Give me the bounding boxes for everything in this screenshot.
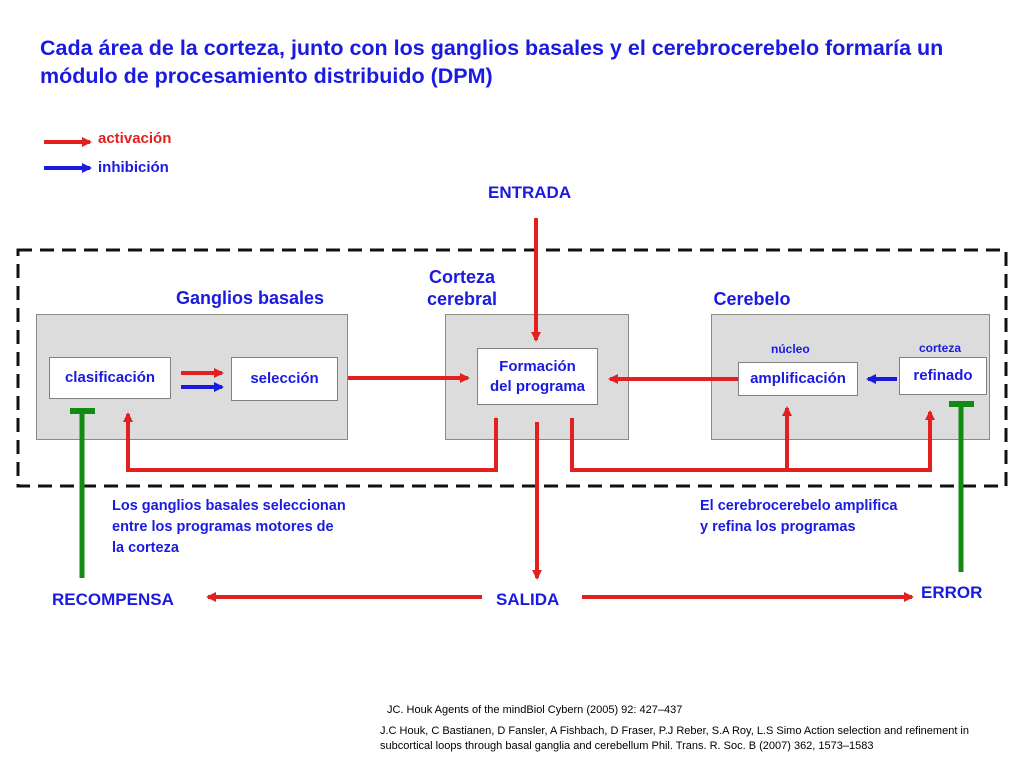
program-formation-box: Formación del programa <box>477 348 598 405</box>
cerebellar-cortex-label: corteza <box>919 341 962 355</box>
input-label: ENTRADA <box>488 183 572 202</box>
basal-ganglia-heading: Ganglios basales <box>175 288 325 308</box>
nucleus-label: núcleo <box>771 342 810 356</box>
reference-2-line1: J.C Houk, C Bastianen, D Fansler, A Fish… <box>380 725 969 737</box>
cerebellum-description: El cerebrocerebelo amplifica y refina lo… <box>700 496 960 538</box>
legend-activation-label: activación <box>98 130 172 147</box>
program-formation-line2: del programa <box>489 377 586 395</box>
classification-box: clasificación <box>49 357 171 399</box>
cortex-heading-line2: cerebral <box>426 289 498 309</box>
basal-description-line3: la corteza <box>112 540 179 556</box>
reference-1: JC. Houk Agents of the mindBiol Cybern (… <box>387 704 683 716</box>
cortex-heading-line1: Corteza <box>428 267 495 287</box>
classification-label: clasificación <box>64 369 156 386</box>
dpm-dashed-boundary <box>16 248 1008 488</box>
basal-ganglia-description: Los ganglios basales seleccionan entre l… <box>112 496 412 559</box>
cortex-to-basal-loop-arrow <box>123 412 498 472</box>
error-label: ERROR <box>921 583 983 602</box>
refinement-box: refinado <box>899 357 987 395</box>
reference-2-line2: subcortical loops through basal ganglia … <box>380 740 874 752</box>
cerebellum-description-line2: y refina los programas <box>700 519 856 535</box>
basal-description-line2: entre los programas motores de <box>112 519 334 535</box>
reference-2: J.C Houk, C Bastianen, D Fansler, A Fish… <box>380 724 1015 754</box>
amplification-label: amplificación <box>750 370 846 387</box>
selection-label: selección <box>250 370 319 387</box>
reward-label: RECOMPENSA <box>52 590 174 609</box>
legend-inhibition-label: inhibición <box>98 159 169 176</box>
page-title: Cada área de la corteza, junto con los g… <box>40 36 944 88</box>
amplification-box: amplificación <box>738 362 858 396</box>
basal-description-line1: Los ganglios basales seleccionan <box>112 498 346 514</box>
refinement-label: refinado <box>913 367 973 384</box>
cerebellum-description-line1: El cerebrocerebelo amplifica <box>700 498 898 514</box>
output-label: SALIDA <box>496 590 560 609</box>
cortex-to-cerebellum-loop-arrow <box>570 410 935 472</box>
selection-box: selección <box>231 357 338 401</box>
cerebellum-heading: Cerebelo <box>713 289 791 309</box>
program-formation-line1: Formación <box>499 357 576 375</box>
